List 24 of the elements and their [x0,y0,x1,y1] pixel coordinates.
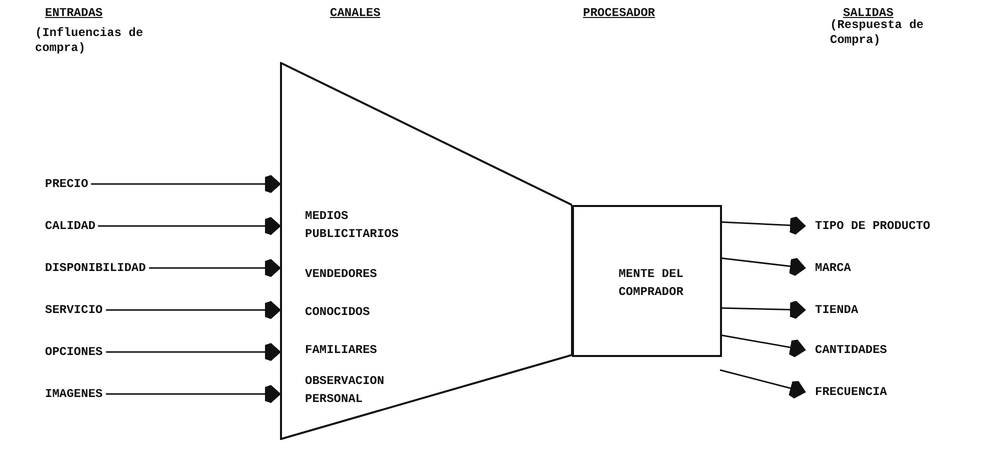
channel-label: VENDEDORES [305,266,378,283]
output-label: MARCA [815,259,852,277]
processor-box [572,205,722,357]
output-label: TIENDA [815,301,858,319]
input-label: SERVICIO [45,301,103,319]
channel-label: CONOCIDOS [305,304,370,321]
channel-label: OBSERVACION PERSONAL [305,373,386,408]
column-subtitle: (Influencias de compra) [35,26,144,56]
output-label: TIPO DE PRODUCTO [815,217,930,235]
input-label: OPCIONES [45,343,103,361]
input-label: DISPONIBILIDAD [45,259,146,277]
input-label: PRECIO [45,175,88,193]
input-label: CALIDAD [45,217,96,235]
column-heading: PROCESADOR [583,5,656,22]
channel-label: FAMILIARES [305,342,378,359]
output-label: FRECUENCIA [815,383,888,401]
processor-label: MENTE DEL COMPRADOR [618,266,684,301]
input-label: IMAGENES [45,385,103,403]
column-heading: CANALES [330,5,380,22]
column-subtitle: (Respuesta de Compra) [830,18,925,48]
column-heading: SALIDAS [843,5,894,20]
output-label: CANTIDADES [815,341,888,359]
column-heading: ENTRADAS [45,5,103,22]
channel-label: MEDIOS PUBLICITARIOS [305,208,400,243]
